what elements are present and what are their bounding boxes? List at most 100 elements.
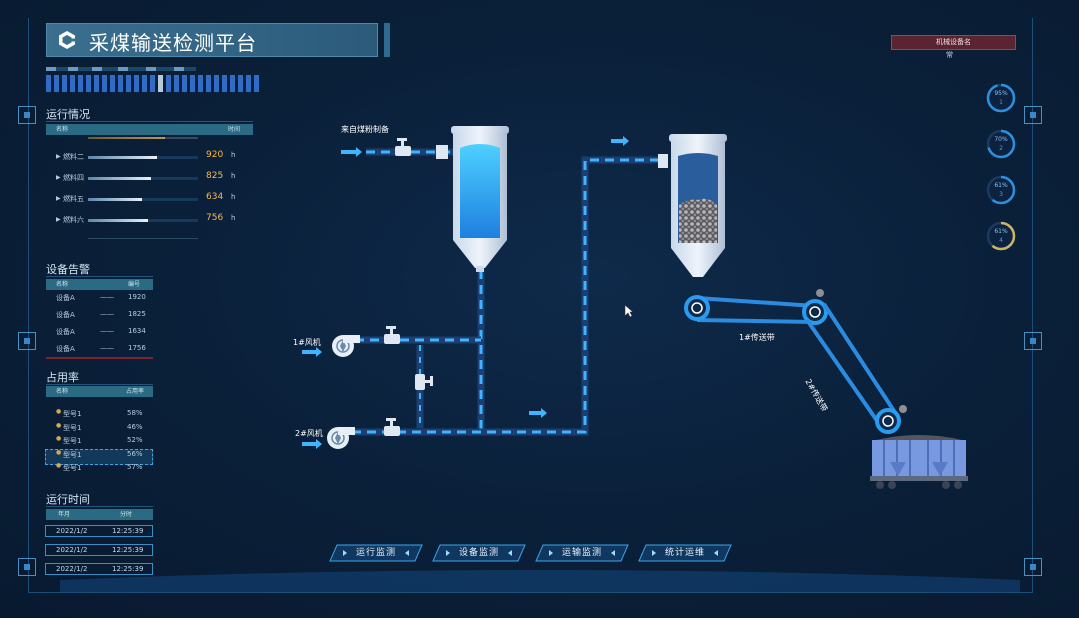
alarm-table-header: 名称 编号 [46,279,153,290]
gauge-value: 61% [994,228,1008,235]
operation-row-bar [88,198,198,201]
bottom-glow [60,570,1020,592]
occupancy-row-name: 型号1 [63,410,82,418]
operation-row-value: 920 [206,150,224,160]
section-divider [46,506,153,507]
partial-row-bar [88,238,198,239]
alarm-row-dash: —— [100,344,114,352]
alarm-row-code: 1756 [128,344,146,352]
alarm-row-code: 1634 [128,327,146,335]
column-header-name: 名称 [56,388,69,395]
mouse-cursor-icon [624,304,634,318]
operation-row-unit: h [231,214,236,222]
logo-icon [59,31,76,49]
operation-row-bar-fill [88,219,149,222]
coal-wagon [870,435,968,489]
operation-row-bar-fill [88,177,152,180]
operation-row-unit: h [231,151,236,159]
gauge-sub: 3 [999,191,1003,198]
page-title: 采煤输送检测平台 [89,31,257,55]
column-header-name: 名称 [56,126,69,133]
runtime-row-time: 12:25:39 [112,565,144,573]
nav-button-4[interactable]: 统计运维 [638,544,732,562]
occupancy-row-rate: 56% [127,449,143,458]
section-title-runtime: 运行时间 [46,493,90,506]
gauge-ring [986,221,1016,251]
conveyor-belt-2 [805,289,907,434]
fan1-label: 1#风机 [293,338,321,347]
coal-silo [669,134,727,277]
nav-button-3[interactable]: 运输监测 [535,544,629,562]
title-accent [384,23,390,57]
nav-button-2[interactable]: 设备监测 [432,544,526,562]
frame-bottom-line [28,592,1033,593]
frame-node-marker [18,106,36,124]
operation-row-unit: h [231,172,236,180]
occupancy-row-name: 型号1 [63,464,82,472]
flow-arrow-icon [302,136,629,449]
section-title-occupancy: 占用率 [46,371,79,384]
occupancy-row-rate: 52% [127,436,143,444]
fan2-label: 2#风机 [295,429,323,438]
progress-strip [46,67,196,71]
column-header-name: 名称 [56,281,69,288]
occupancy-dot-icon: ● [56,421,62,429]
alarm-row-name: 设备A [56,294,75,302]
operation-row-name: 燃料五 [63,195,84,203]
gauge-value: 61% [994,182,1008,189]
runtime-row-date: 2022/1/2 [56,546,88,554]
alarm-row-dash: —— [100,293,114,301]
frame-node-marker [18,558,36,576]
belt1-label: 1#传送带 [739,333,775,342]
operation-row-bar [88,219,198,222]
alarm-row-code: 1825 [128,310,146,318]
runtime-row[interactable]: 2022/1/2 12:25:39 [45,563,153,575]
row-arrow-icon: ▶ [56,153,61,160]
nav-button-label: 运行监测 [355,548,396,558]
fan-icon [327,335,360,449]
frame-node-marker [1024,106,1042,124]
occupancy-dot-icon: ● [56,435,62,442]
frame-left-line [28,18,29,593]
operation-row-name: 燃料六 [63,216,84,224]
section-title-operation: 运行情况 [46,108,90,121]
runtime-table-header: 年月 分时 [46,509,153,520]
alarm-row-dash: —— [100,310,114,318]
operation-row-value: 634 [206,192,224,202]
runtime-row-date: 2022/1/2 [56,527,88,535]
row-arrow-icon: ▶ [56,195,61,202]
pipe-network [352,148,664,436]
operation-row-name: 燃料四 [63,174,84,182]
row-arrow-icon: ▶ [56,174,61,181]
operation-row-value: 756 [206,213,224,223]
gauge-sub: 1 [999,99,1003,106]
alarm-divider-red [46,357,153,359]
runtime-row-time: 12:25:39 [112,546,144,554]
operation-row-bar [88,156,198,159]
gauge-sub: 2 [999,145,1003,152]
runtime-row-date: 2022/1/2 [56,565,88,573]
nav-button-1[interactable]: 运行监测 [329,544,423,562]
runtime-row-time: 12:25:39 [112,527,144,535]
nav-button-label: 统计运维 [664,548,705,558]
operation-row-unit: h [231,193,236,201]
runtime-row[interactable]: 2022/1/2 12:25:39 [45,525,153,537]
operation-row-bar [88,177,198,180]
gauge-value: 70% [994,136,1008,143]
frame-node-marker [1024,332,1042,350]
alarm-row-name: 设备A [56,311,75,319]
nav-button-label: 运输监测 [561,548,602,558]
row-arrow-icon: ▶ [56,216,61,223]
column-header-time: 分时 [120,511,133,518]
device-name-box[interactable]: 机械设备名 [891,35,1016,50]
gauge-sub: 4 [999,237,1003,244]
occupancy-selected-row[interactable] [45,449,153,465]
occupancy-row-rate: 57% [127,463,143,471]
occupancy-table-header: 名称 占用率 [46,386,153,397]
operation-row-bar-fill [88,198,142,201]
section-divider [46,121,253,122]
runtime-row[interactable]: 2022/1/2 12:25:39 [45,544,153,556]
water-silo [451,126,509,272]
